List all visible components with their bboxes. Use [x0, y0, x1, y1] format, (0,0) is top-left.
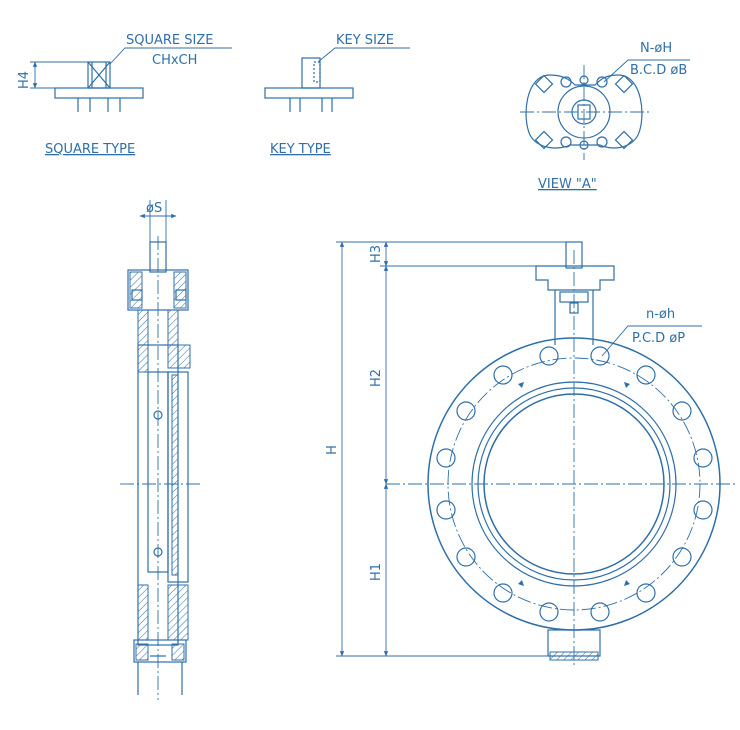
view-a-outline — [525, 74, 643, 149]
n-oh-lower-label: n-øh — [646, 307, 675, 322]
h2-label: H2 — [369, 369, 384, 387]
n-oh-upper-label: N-øH — [640, 41, 672, 56]
bore-circle — [483, 393, 665, 575]
os-label: øS — [146, 201, 162, 216]
top-mount-pad — [535, 265, 615, 291]
square-type-cross — [87, 61, 111, 89]
h1-label: H1 — [369, 563, 384, 581]
view-a-detail: N-øH B.C.D øB VIEW "A" — [520, 41, 690, 192]
square-size-label: SQUARE SIZE — [126, 33, 213, 48]
bcd-ob-label: B.C.D øB — [630, 63, 687, 78]
square-type-stem — [87, 61, 111, 89]
h3-label: H3 — [369, 245, 384, 263]
front-stem — [565, 241, 583, 269]
h4-label: H4 — [17, 71, 32, 89]
pcd-op-label: P.C.D øP — [632, 331, 685, 346]
key-type-stem — [301, 57, 321, 89]
front-view: n-øh P.C.D øP H H3 H2 H1 — [325, 241, 738, 668]
flange-bolt-holes — [436, 346, 713, 622]
h-label: H — [325, 445, 340, 455]
view-a-title: VIEW "A" — [538, 177, 597, 192]
key-type-flange — [264, 87, 354, 99]
square-type-title: SQUARE TYPE — [45, 142, 135, 157]
view-a-bolt-holes — [534, 74, 634, 150]
key-type-detail: KEY SIZE KEY TYPE — [264, 33, 410, 157]
square-type-detail: H4 SQUARE SIZE CHxCH SQUARE TYPE — [17, 33, 232, 157]
section-view: øS — [120, 200, 200, 700]
key-size-label: KEY SIZE — [336, 33, 394, 48]
key-type-title: KEY TYPE — [270, 142, 331, 157]
square-type-flange — [54, 87, 144, 99]
chxch-label: CHxCH — [152, 53, 197, 68]
